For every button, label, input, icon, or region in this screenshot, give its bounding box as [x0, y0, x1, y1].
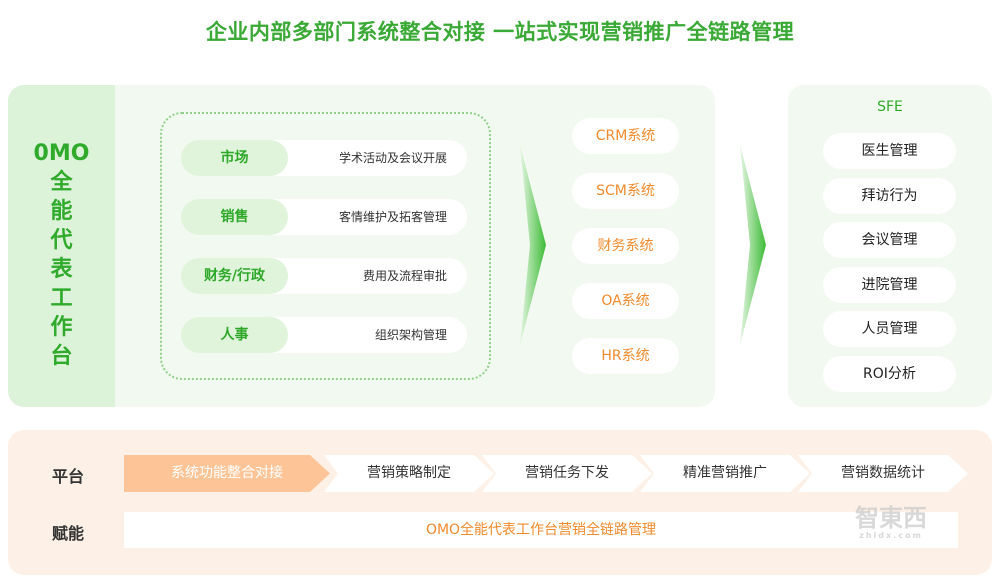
department-row: 市场 学术活动及会议开展	[181, 140, 467, 176]
platform-panel: 平台 系统功能整合对接 营销策略制定 营销任务下发 精准营销推广 营销数据统计 …	[8, 430, 992, 575]
omo-line: 代	[50, 228, 73, 253]
sfe-title: SFE	[877, 99, 903, 115]
department-row: 人事 组织架构管理	[181, 317, 467, 353]
step-label: 精准营销推广	[683, 465, 767, 481]
step-chevron: 系统功能整合对接	[124, 455, 330, 492]
enable-bar: OMO全能代表工作台营销全链路管理	[124, 512, 958, 548]
department-row: 财务/行政 费用及流程审批	[181, 258, 467, 294]
department-desc: 学术活动及会议开展	[338, 151, 447, 165]
watermark-sub: zhidx.com	[859, 531, 923, 540]
watermark-text: 智東西	[855, 504, 927, 532]
department-desc: 客情维护及拓客管理	[338, 210, 447, 224]
flow-arrow-icon	[740, 145, 766, 345]
step-label: 营销数据统计	[841, 465, 925, 481]
omo-line: 表	[50, 257, 73, 282]
sfe-item: 拜访行为	[823, 178, 956, 214]
system-pill: CRM系统	[572, 118, 679, 154]
sfe-item: 医生管理	[823, 133, 956, 169]
page-title: 企业内部多部门系统整合对接 一站式实现营销推广全链路管理	[205, 20, 795, 44]
department-label: 市场	[181, 140, 288, 176]
sfe-item: 会议管理	[823, 222, 956, 258]
step-label: 营销策略制定	[367, 465, 451, 481]
system-pill: OA系统	[572, 283, 679, 319]
omo-line: 全	[50, 170, 73, 195]
department-row: 销售 客情维护及拓客管理	[181, 199, 467, 235]
department-label: 销售	[181, 199, 288, 235]
omo-panel: 0MO 全 能 代 表 工 作 台 市场 学术活动及会议开展 销售 客情维护及拓客管…	[8, 85, 715, 407]
sfe-panel: SFE 医生管理 拜访行为 会议管理 进院管理 人员管理 ROI分析	[788, 85, 992, 407]
sfe-item: 人员管理	[823, 311, 956, 347]
department-desc: 费用及流程审批	[362, 269, 447, 283]
step-chevron: 营销策略制定	[324, 455, 494, 492]
sfe-item: ROI分析	[823, 356, 956, 392]
step-chevron: 营销数据统计	[798, 455, 968, 492]
omo-line: 台	[50, 344, 73, 369]
step-label: 营销任务下发	[525, 465, 609, 481]
department-label: 财务/行政	[181, 258, 288, 294]
step-chevron: 营销任务下发	[482, 455, 652, 492]
system-pill: 财务系统	[572, 228, 679, 264]
department-desc: 组织架构管理	[374, 328, 447, 342]
omo-line: 工	[50, 286, 73, 311]
departments-group	[160, 112, 491, 380]
omo-vertical-title: 0MO 全 能 代 表 工 作 台	[8, 139, 115, 371]
platform-label: 平台	[52, 467, 85, 486]
system-pill: HR系统	[572, 338, 679, 374]
sfe-item: 进院管理	[823, 267, 956, 303]
department-label: 人事	[181, 317, 288, 353]
system-pill: SCM系统	[572, 173, 679, 209]
enable-label: 赋能	[52, 524, 85, 543]
omo-strip: 0MO 全 能 代 表 工 作 台	[8, 85, 115, 407]
step-label: 系统功能整合对接	[171, 465, 283, 481]
omo-line: 0MO	[33, 141, 90, 166]
step-chevron: 精准营销推广	[640, 455, 810, 492]
omo-line: 作	[50, 315, 73, 340]
flow-arrow-icon	[520, 145, 546, 345]
omo-line: 能	[50, 199, 73, 224]
